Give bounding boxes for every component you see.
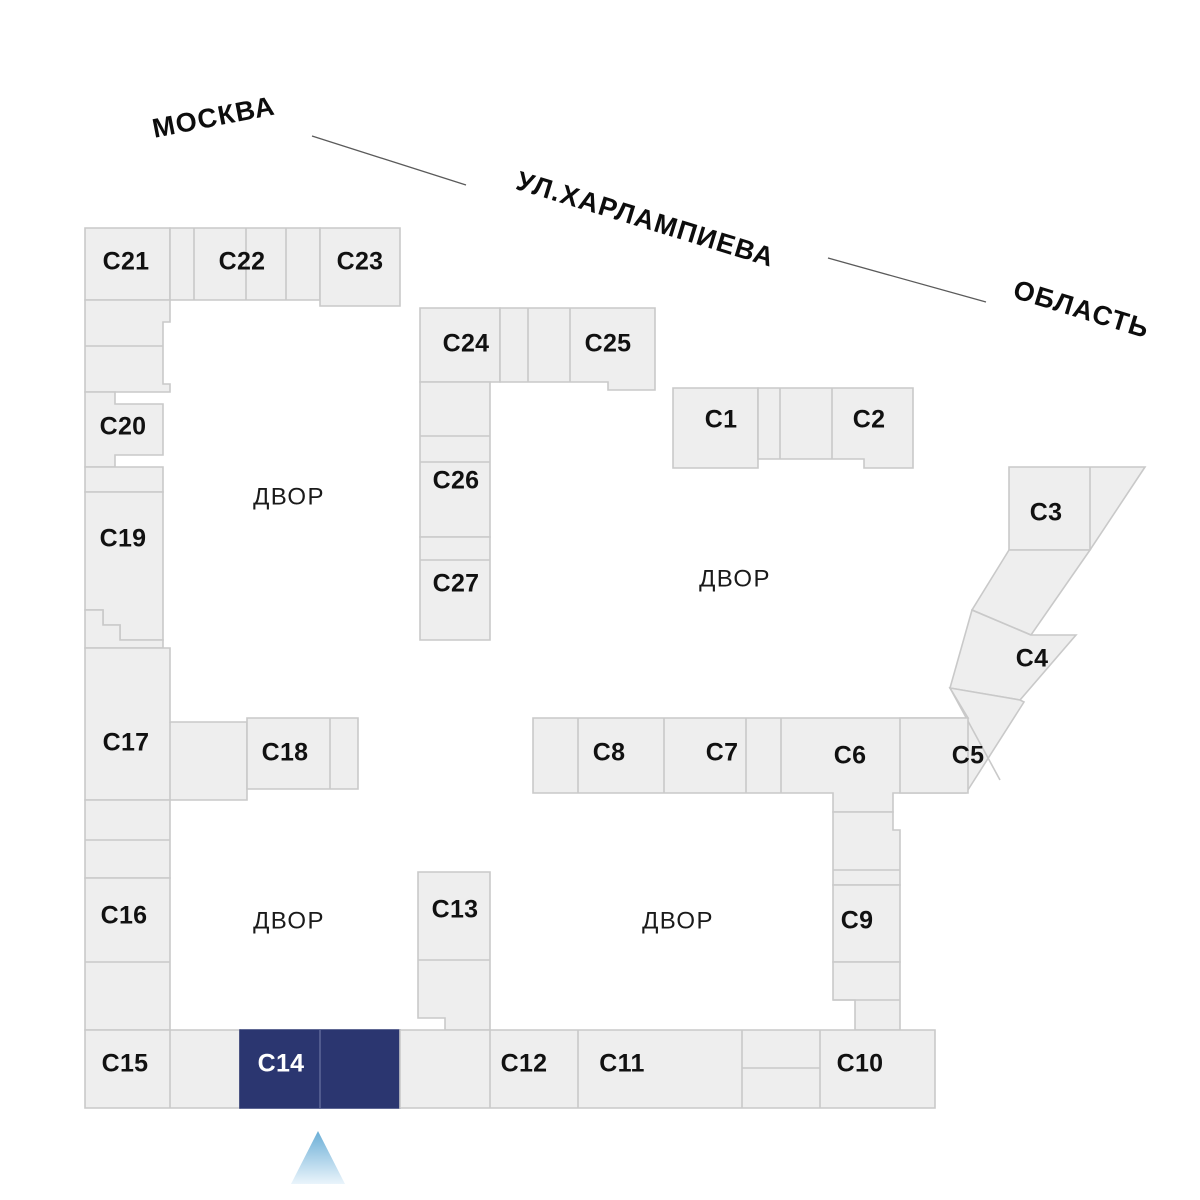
block-group-c9[interactable] [832, 811, 901, 1031]
block-label-c12: C12 [501, 1050, 548, 1078]
block-c25-shape[interactable] [499, 307, 656, 391]
block-label-c15: C15 [102, 1050, 149, 1078]
block-west-strip-lower[interactable] [84, 799, 171, 879]
block-c17-shape[interactable] [84, 647, 248, 801]
block-group-c18[interactable] [246, 717, 359, 790]
block-label-c17: C17 [103, 729, 150, 757]
block-label-c19: C19 [100, 525, 147, 553]
block-label-c23: C23 [337, 248, 384, 276]
road-label-harlampieva: УЛ.ХАРЛАМПИЕВА [513, 166, 778, 273]
block-label-c3: C3 [1030, 499, 1063, 527]
yard-label-se: ДВОР [642, 907, 714, 934]
block-west-strip-mid[interactable] [84, 466, 164, 493]
road-leader-right [827, 257, 987, 303]
block-label-c21: C21 [103, 248, 150, 276]
road-label-oblast: ОБЛАСТЬ [1010, 274, 1153, 344]
road-label-moskva-group: МОСКВА [150, 91, 278, 144]
location-marker-icon [291, 1131, 345, 1184]
block-label-c26: C26 [433, 467, 480, 495]
block-group-middle-bar[interactable] [532, 717, 969, 813]
block-label-c7: C7 [706, 739, 739, 767]
block-group-c25[interactable] [499, 307, 656, 391]
block-label-c13: C13 [432, 896, 479, 924]
block-label-c10: C10 [837, 1050, 884, 1078]
road-leader-left [311, 135, 467, 186]
block-label-c9: C9 [841, 907, 874, 935]
block-group-c2[interactable] [757, 387, 914, 469]
block-group-c1[interactable] [672, 387, 759, 469]
block-c23-shape[interactable] [319, 227, 401, 307]
block-group-south-bar-east[interactable] [399, 1029, 936, 1109]
block-label-c5: C5 [952, 742, 985, 770]
divider-c4-a [971, 609, 1032, 636]
block-label-c8: C8 [593, 739, 626, 767]
block-c9-upper[interactable] [832, 811, 901, 886]
block-c27-shape[interactable] [419, 536, 491, 641]
block-label-c20: C20 [100, 413, 147, 441]
block-label-c25: C25 [585, 330, 632, 358]
block-label-c27: C27 [433, 570, 480, 598]
block-c9-lower[interactable] [832, 961, 901, 1031]
block-label-c24: C24 [443, 330, 490, 358]
block-label-c4: C4 [1016, 645, 1049, 673]
block-group-c26[interactable] [419, 381, 491, 538]
block-label-c22: C22 [219, 248, 266, 276]
block-label-c1: C1 [705, 406, 738, 434]
block-group-c22[interactable] [169, 227, 321, 301]
block-c2-shape[interactable] [757, 387, 914, 469]
block-c26-shape[interactable] [419, 381, 491, 538]
block-label-c11: C11 [599, 1050, 644, 1078]
block-label-c18: C18 [262, 739, 309, 767]
yard-label-sw: ДВОР [253, 907, 325, 934]
block-label-c14: C14 [258, 1050, 305, 1078]
yard-label-nw: ДВОР [253, 483, 325, 510]
block-south-bar-east-shape[interactable] [399, 1029, 936, 1109]
divider-c5-angled-a [949, 687, 1001, 781]
road-label-oblast-group: ОБЛАСТЬ [1010, 274, 1153, 344]
road-label-moskva: МОСКВА [150, 91, 278, 144]
block-c1-shape[interactable] [672, 387, 759, 469]
block-label-c2: C2 [853, 406, 886, 434]
road-label-harlampieva-group: УЛ.ХАРЛАМПИЕВА [513, 166, 778, 273]
road-leaders [311, 135, 987, 303]
block-group-c4[interactable] [948, 549, 1092, 701]
yard-label-ne: ДВОР [699, 565, 771, 592]
block-middle-bar-shape[interactable] [532, 717, 969, 813]
block-label-c6: C6 [834, 742, 867, 770]
block-label-c16: C16 [101, 902, 148, 930]
block-group-c27[interactable] [419, 536, 491, 641]
block-group-c23[interactable] [319, 227, 401, 307]
block-group-west-column[interactable] [84, 299, 248, 1031]
